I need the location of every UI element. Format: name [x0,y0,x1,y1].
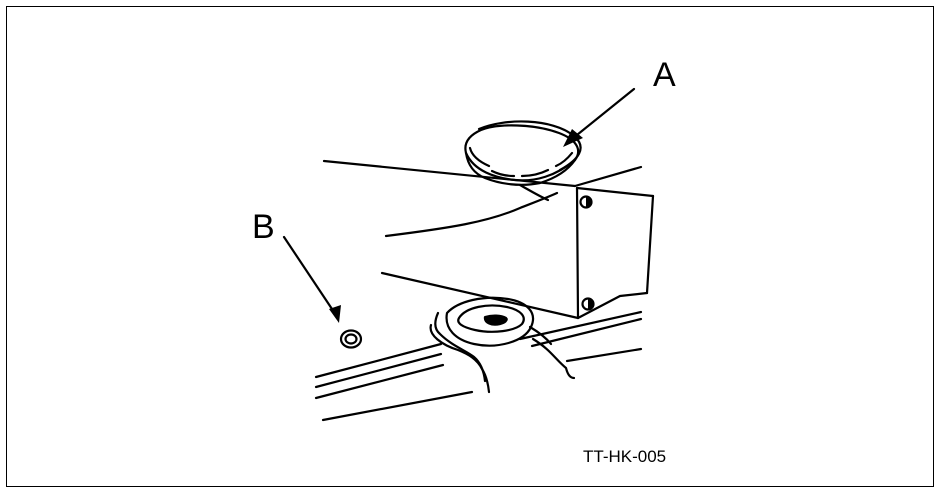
lower-clamp-left-2 [434,311,487,383]
arm-left-lower-edge [384,191,559,238]
figure-code: TT-HK-005 [583,447,667,466]
knob-a-grip-detail [468,146,574,178]
lower-clamp-left [429,323,491,394]
figure-frame [6,6,934,487]
rail-right-3 [565,347,643,363]
washer-b-inner [344,333,358,345]
rail-upper-1 [314,342,443,379]
arm-top-line [322,159,577,188]
pointer-b-line [282,235,338,317]
label-a: A [653,56,676,94]
arm-lower-line [380,271,580,320]
washer-b-outer [339,329,363,349]
lower-knob-top [457,304,525,333]
knob-a-grip-band [464,151,577,182]
rail-bracket [531,337,576,380]
lower-clamp-right [528,325,553,346]
arm-upper-edge [573,165,643,188]
rail-lower-1 [321,390,474,422]
arm-front-face-top [575,186,655,198]
rail-upper-3 [314,363,445,400]
arm-front-face-right [645,194,655,295]
label-b: B [252,208,275,246]
knob-a-shaft [518,183,550,202]
rail-upper-2 [314,352,443,389]
lower-knob-center [483,314,508,326]
pointer-a-line [565,87,636,145]
arm-front-face-left [575,186,580,320]
arm-front-face-bottom [576,291,649,320]
